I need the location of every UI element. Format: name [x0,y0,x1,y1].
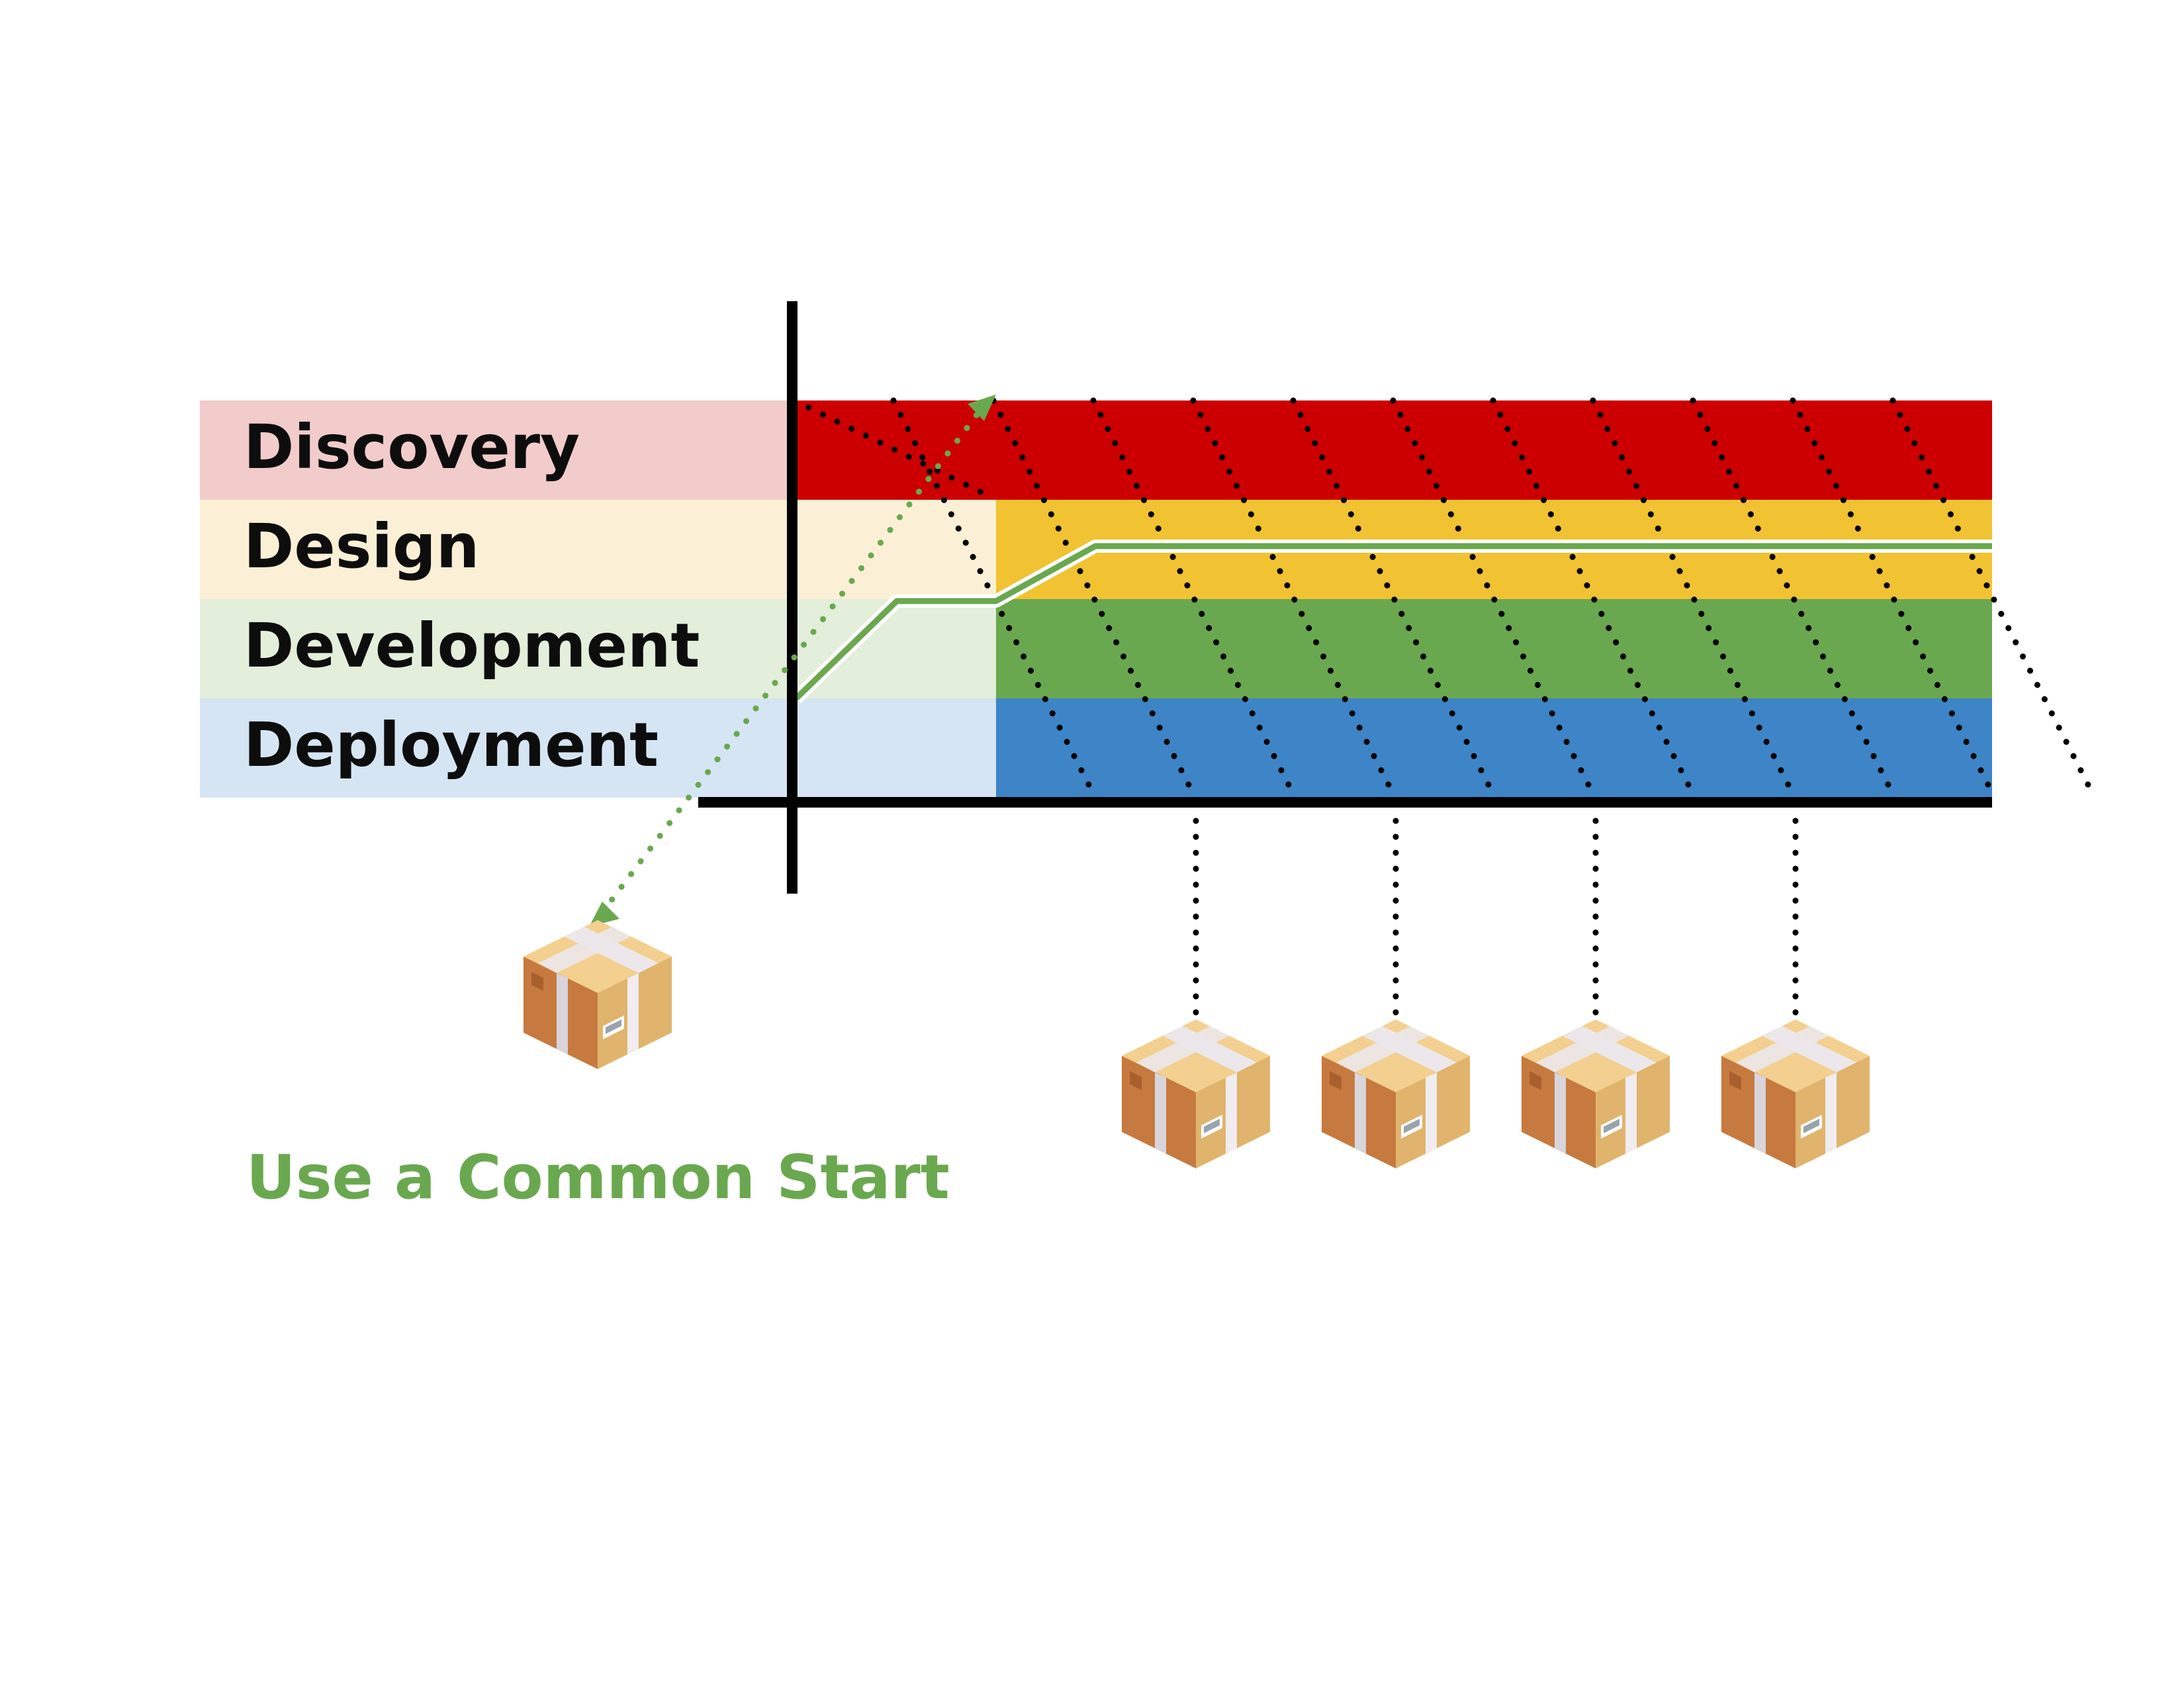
iteration-line [791,397,996,501]
phase-label-bands [200,400,996,798]
phase-color-band [996,698,1992,798]
common-start-caption: Use a Common Start [246,1142,950,1213]
package-box-icon [1721,1019,1870,1168]
iteration-line [1889,397,2098,801]
package-box-icon [1122,1019,1270,1168]
phase-color-band [996,599,1992,698]
iteration-line [1290,397,1498,801]
iteration-line [990,397,1199,801]
package-box-icon [1322,1019,1470,1168]
phase-light-band [200,698,996,798]
iteration-line [1490,397,1698,801]
release-drop-lines [1193,818,1799,1026]
iteration-line [1190,397,1398,801]
iteration-line [1690,397,1898,801]
phase-color-band [792,400,1992,500]
phase-label-development: Development [244,610,700,681]
package-box-icon [1522,1019,1670,1168]
iteration-line [1590,397,1798,801]
phase-label-deployment: Deployment [244,710,659,780]
iteration-line [1090,397,1298,801]
phase-light-band [200,400,792,500]
phase-light-band [200,500,996,599]
package-box-icon [523,920,672,1069]
iteration-line [1390,397,1598,801]
iteration-line [1790,397,1998,801]
phase-label-design: Design [244,511,479,582]
common-start-arrow [589,395,996,927]
phase-label-discovery: Discovery [244,412,580,483]
progress-line [792,539,1992,704]
phase-light-band [200,599,996,698]
